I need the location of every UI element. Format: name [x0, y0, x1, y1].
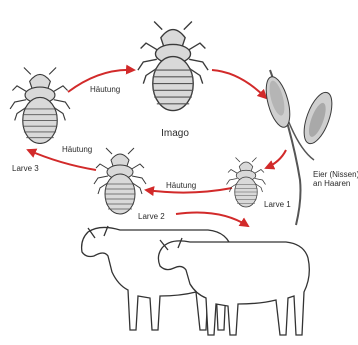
arrow-eggs-to-larva1 [266, 150, 286, 168]
larva1-louse-icon [227, 158, 266, 208]
molt-label-top: Häutung [90, 85, 120, 94]
larva1-label: Larve 1 [264, 200, 291, 209]
imago-label: Imago [161, 128, 189, 139]
eggs-label-line1: Eier (Nissen) [313, 170, 358, 179]
eggs-label-line2: an Haaren [313, 179, 350, 188]
larva3-louse-icon [10, 68, 70, 144]
larva2-label: Larve 2 [138, 212, 165, 221]
molt-label-left: Häutung [62, 145, 92, 154]
imago-louse-icon [138, 22, 208, 111]
larva3-label: Larve 3 [12, 164, 39, 173]
molt-label-bottom: Häutung [166, 181, 196, 190]
larva2-louse-icon [94, 148, 146, 214]
calves-illustration [82, 226, 310, 335]
arrow-calf [176, 213, 248, 227]
arrow-imago-to-eggs [212, 70, 266, 98]
